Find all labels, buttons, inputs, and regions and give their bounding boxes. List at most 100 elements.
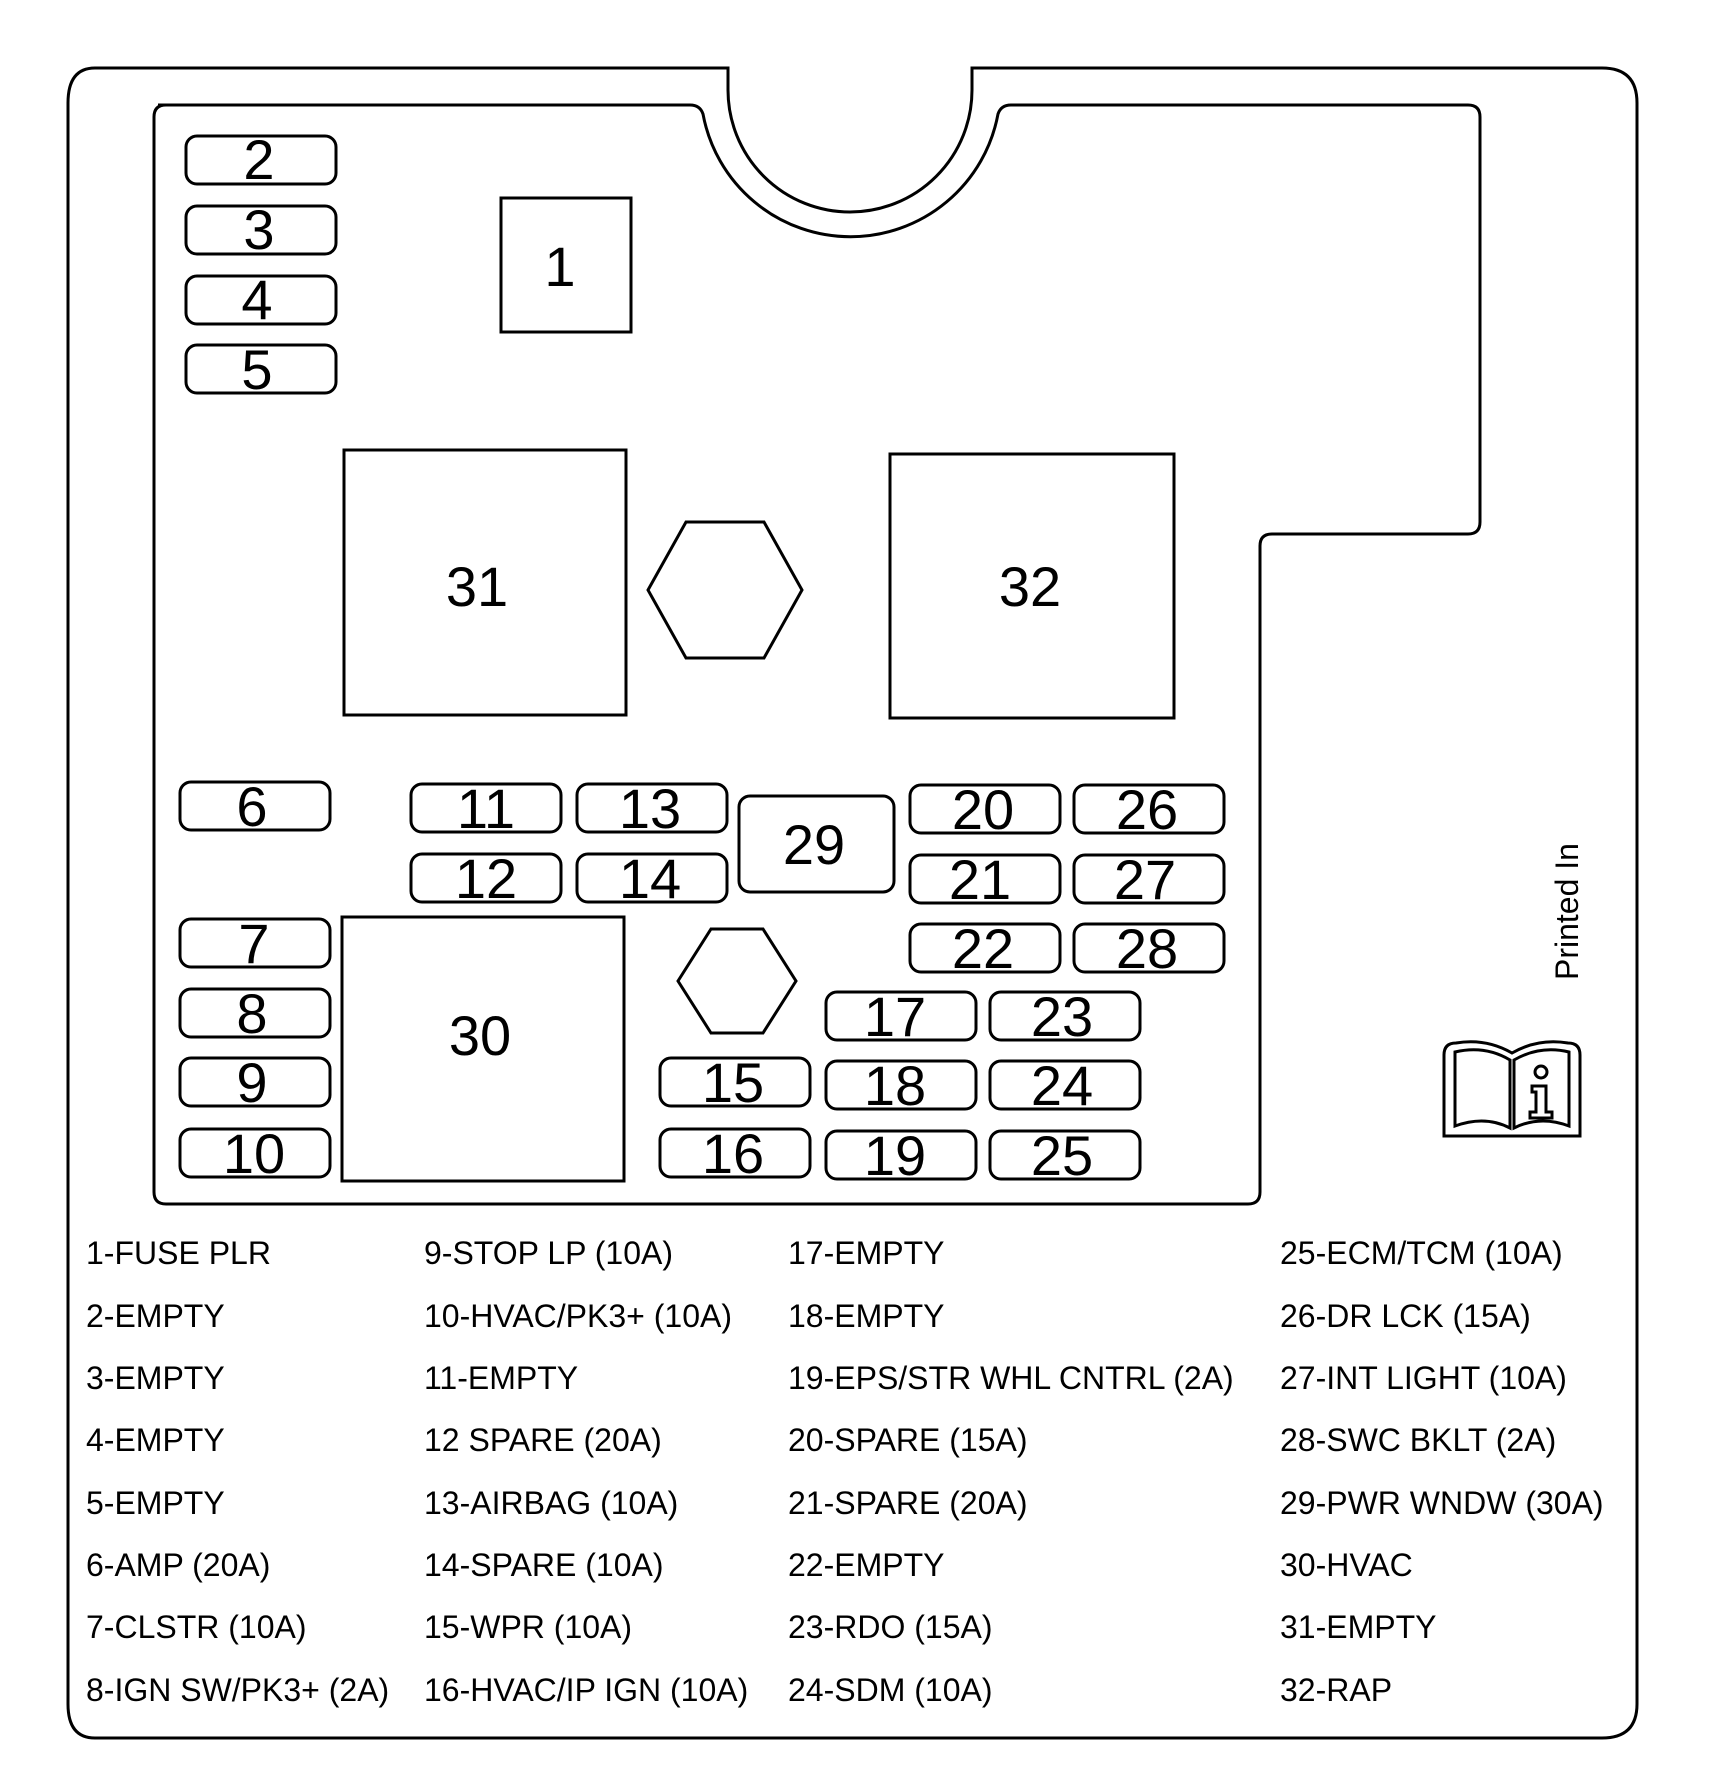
fuse-14-label: 14 <box>619 847 681 910</box>
legend-3: 3-EMPTY <box>86 1360 225 1396</box>
relay-31: 31 <box>342 448 628 717</box>
fuse-1-label: 1 <box>544 235 575 298</box>
legend-29: 29-PWR WNDW (30A) <box>1280 1485 1604 1521</box>
legend-2: 2-EMPTY <box>86 1298 225 1334</box>
relay-30-label: 30 <box>449 1004 511 1067</box>
legend-31: 31-EMPTY <box>1280 1609 1437 1645</box>
legend-25: 25-ECM/TCM (10A) <box>1280 1235 1563 1271</box>
legend-32: 32-RAP <box>1280 1672 1393 1708</box>
fuse-3: 3 <box>184 198 338 261</box>
legend-14: 14-SPARE (10A) <box>424 1547 664 1583</box>
fuse-12-label: 12 <box>455 847 517 910</box>
fuse-24-label: 24 <box>1031 1054 1093 1117</box>
fuse-12: 12 <box>409 847 563 910</box>
fuse-5: 5 <box>184 338 338 401</box>
legend-8: 8-IGN SW/PK3+ (2A) <box>86 1672 390 1708</box>
fuse-7: 7 <box>178 912 332 975</box>
fuse-18-label: 18 <box>864 1054 926 1117</box>
fuse-9-label: 9 <box>236 1051 267 1114</box>
fuse-7-label: 7 <box>238 912 269 975</box>
legend-13: 13-AIRBAG (10A) <box>424 1485 679 1521</box>
fuse-5-label: 5 <box>241 338 272 401</box>
fuse-23-label: 23 <box>1031 985 1093 1048</box>
printed-in-text: Printed In <box>1549 843 1585 980</box>
fuse-20: 20 <box>908 778 1062 841</box>
legend-22: 22-EMPTY <box>788 1547 945 1583</box>
fuse-4: 4 <box>184 268 338 331</box>
fuse-3-label: 3 <box>243 198 274 261</box>
fuse-2: 2 <box>184 128 338 191</box>
inner-panel-outline <box>152 103 1482 1206</box>
legend-5: 5-EMPTY <box>86 1485 225 1521</box>
legend-11: 11-EMPTY <box>424 1360 579 1396</box>
fuse-6-label: 6 <box>236 775 267 838</box>
relay-30: 30 <box>340 915 626 1183</box>
relay-32-label: 32 <box>999 555 1061 618</box>
fuse-4-label: 4 <box>241 268 272 331</box>
legend-16: 16-HVAC/IP IGN (10A) <box>424 1672 749 1708</box>
fuse-16-label: 16 <box>702 1122 764 1185</box>
fuse-19: 19 <box>824 1124 978 1187</box>
legend-30: 30-HVAC <box>1280 1547 1413 1583</box>
legend-20: 20-SPARE (15A) <box>788 1422 1028 1458</box>
stud-hexagon-lower <box>676 927 798 1035</box>
fuse-29: 29 <box>737 794 896 894</box>
fuse-puller-1: 1 <box>499 196 633 334</box>
fuse-25-label: 25 <box>1031 1124 1093 1187</box>
fuse-28: 28 <box>1072 917 1226 980</box>
fuse-19-label: 19 <box>864 1124 926 1187</box>
legend-12: 12 SPARE (20A) <box>424 1422 662 1458</box>
legend-17: 17-EMPTY <box>788 1235 945 1271</box>
legend-28: 28-SWC BKLT (2A) <box>1280 1422 1557 1458</box>
legend-15: 15-WPR (10A) <box>424 1609 633 1645</box>
fuse-22-label: 22 <box>952 917 1014 980</box>
fuse-26: 26 <box>1072 778 1226 841</box>
fuse-block-outline <box>66 66 1639 1740</box>
legend-27: 27-INT LIGHT (10A) <box>1280 1360 1567 1396</box>
fuse-18: 18 <box>824 1054 978 1117</box>
legend-10: 10-HVAC/PK3+ (10A) <box>424 1298 732 1334</box>
legend-1: 1-FUSE PLR <box>86 1235 271 1271</box>
fuse-15-label: 15 <box>702 1051 764 1114</box>
fuse-15: 15 <box>658 1051 812 1114</box>
fuse-11-label: 11 <box>457 777 515 840</box>
fuse-27: 27 <box>1072 848 1226 911</box>
legend-4: 4-EMPTY <box>86 1422 225 1458</box>
fuse-21-label: 21 <box>949 848 1011 911</box>
fuse-11: 11 <box>409 777 563 840</box>
fuse-2-label: 2 <box>243 128 274 191</box>
fuse-26-label: 26 <box>1116 778 1178 841</box>
fuse-14: 14 <box>575 847 729 910</box>
owner-manual-info-icon <box>1442 1040 1582 1138</box>
legend-18: 18-EMPTY <box>788 1298 945 1334</box>
fuse-27-label: 27 <box>1114 848 1176 911</box>
relay-32: 32 <box>888 452 1176 720</box>
legend-21: 21-SPARE (20A) <box>788 1485 1028 1521</box>
fuse-28-label: 28 <box>1116 917 1178 980</box>
relay-31-label: 31 <box>446 555 508 618</box>
fuse-29-label: 29 <box>783 813 845 876</box>
fuse-8-label: 8 <box>236 982 267 1045</box>
fuse-17: 17 <box>824 985 978 1048</box>
legend-24: 24-SDM (10A) <box>788 1672 993 1708</box>
fuse-23: 23 <box>988 985 1142 1048</box>
fuse-6: 6 <box>178 775 332 838</box>
fuse-21: 21 <box>908 848 1062 911</box>
legend-7: 7-CLSTR (10A) <box>86 1609 307 1645</box>
fuse-10-label: 10 <box>223 1122 285 1185</box>
legend-9: 9-STOP LP (10A) <box>424 1235 674 1271</box>
fuse-8: 8 <box>178 982 332 1045</box>
fuse-22: 22 <box>908 917 1062 980</box>
fuse-17-label: 17 <box>864 985 926 1048</box>
legend-23: 23-RDO (15A) <box>788 1609 993 1645</box>
legend-6: 6-AMP (20A) <box>86 1547 271 1583</box>
fuse-20-label: 20 <box>952 778 1014 841</box>
legend-19: 19-EPS/STR WHL CNTRL (2A) <box>788 1360 1234 1396</box>
legend-26: 26-DR LCK (15A) <box>1280 1298 1531 1334</box>
stud-hexagon-upper <box>646 520 804 660</box>
fuse-25: 25 <box>988 1124 1142 1187</box>
fuse-13-label: 13 <box>619 777 681 840</box>
fuse-10: 10 <box>178 1122 332 1185</box>
fuse-13: 13 <box>575 777 729 840</box>
